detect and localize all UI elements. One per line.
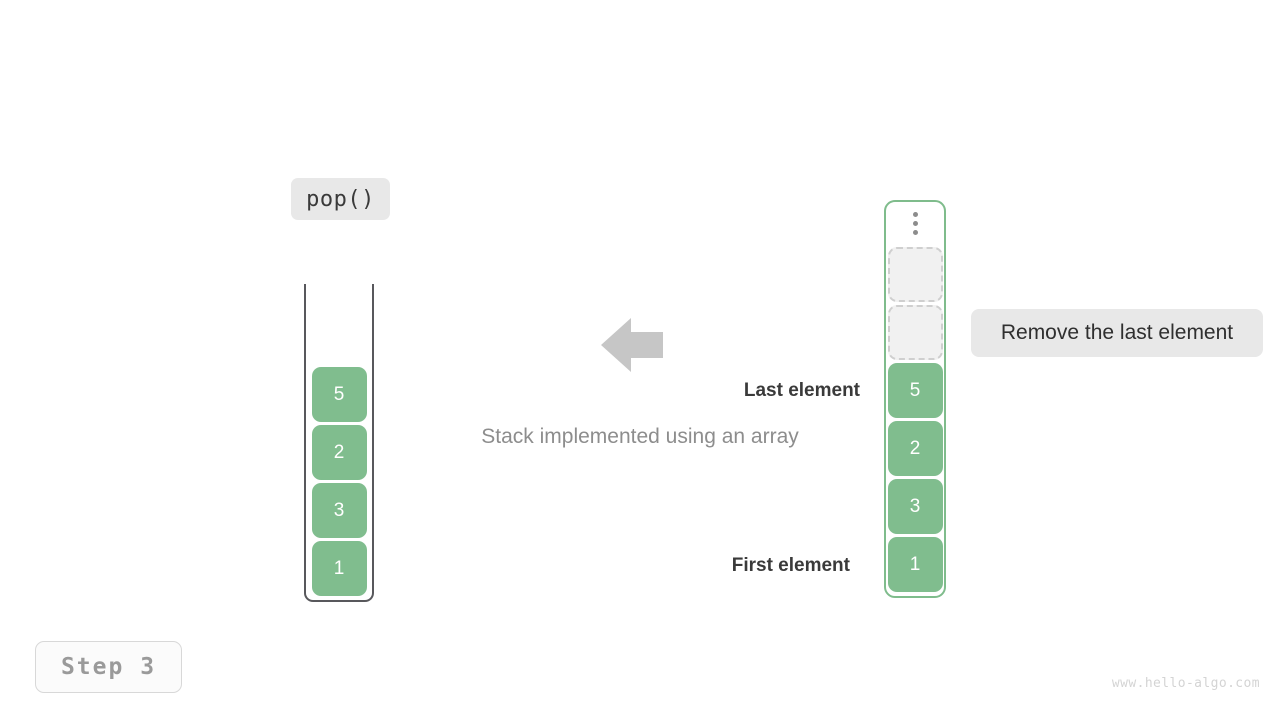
array-slot-filled: 1: [887, 537, 943, 592]
operation-label: pop(): [291, 178, 390, 220]
stack-element: 1: [311, 541, 367, 596]
first-element-label: First element: [731, 555, 850, 576]
annotation-bubble: Remove the last element: [971, 309, 1263, 357]
last-element-label: Last element: [743, 380, 860, 401]
array-slot-filled: 3: [887, 479, 943, 534]
diagram-caption: Stack implemented using an array: [481, 425, 799, 448]
array-slot-filled: 5: [887, 363, 943, 418]
stack-element: 2: [311, 425, 367, 480]
array-slot-filled: 2: [887, 421, 943, 476]
left-arrow-icon: [601, 318, 663, 372]
stack-element: 3: [311, 483, 367, 538]
watermark: www.hello-algo.com: [1111, 676, 1260, 691]
array-slot-list: 5 2 3 1: [886, 247, 944, 592]
ellipsis-dot: [912, 221, 918, 226]
array-ellipsis-icon: [886, 212, 944, 235]
stack-element-list: 5 2 3 1: [306, 367, 372, 596]
step-badge: Step 3: [35, 641, 182, 693]
stack-element: 5: [311, 367, 367, 422]
ellipsis-dot: [912, 212, 918, 217]
ellipsis-dot: [912, 230, 918, 235]
array-slot-empty: [887, 305, 943, 360]
array-slot-empty: [887, 247, 943, 302]
array-container: 5 2 3 1: [884, 200, 946, 598]
stack-container: 5 2 3 1: [304, 284, 374, 602]
